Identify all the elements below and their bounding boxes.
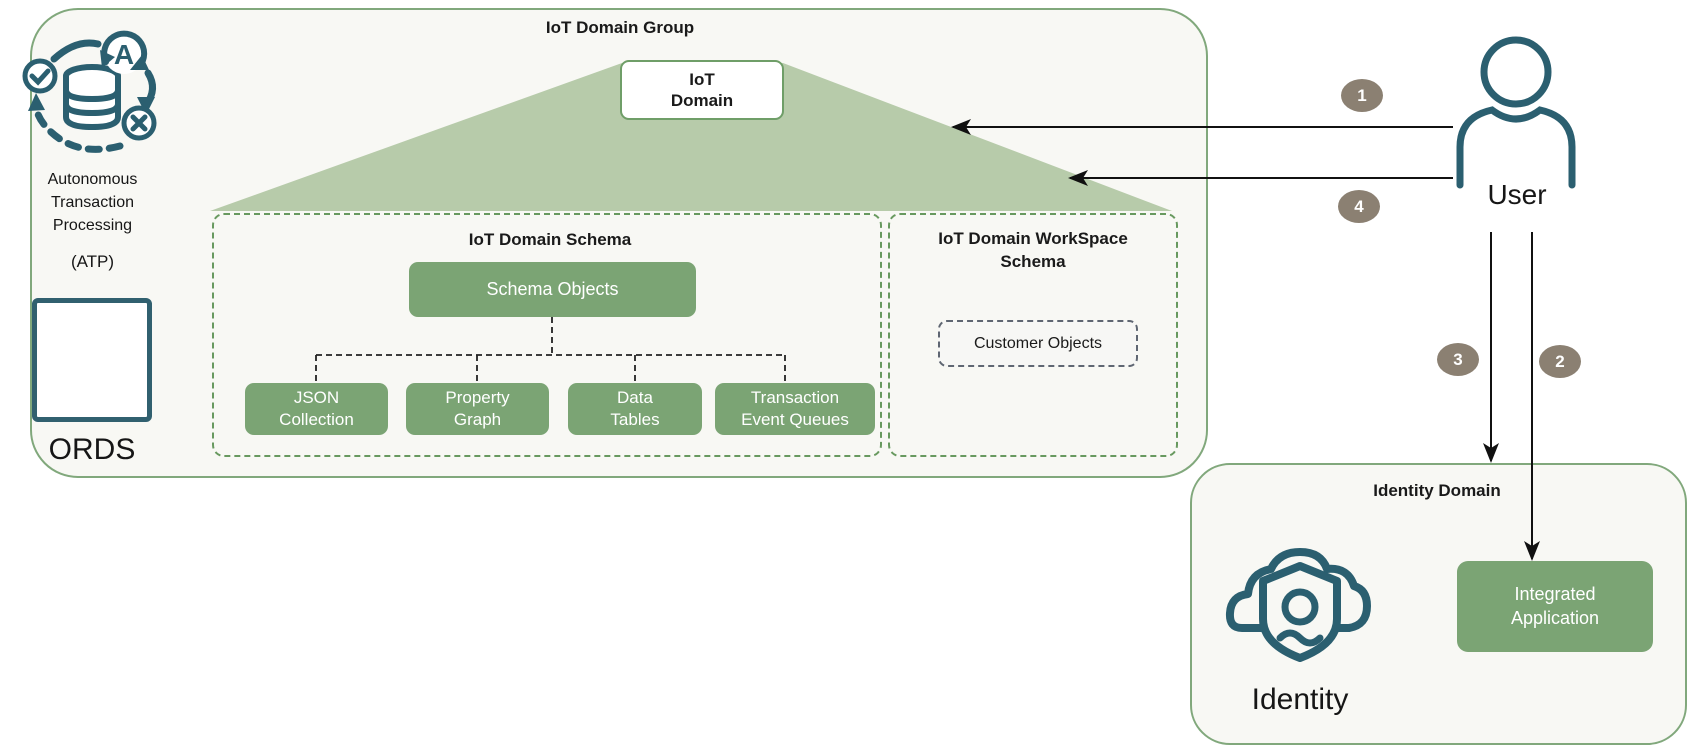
json-collection-line2: Collection	[279, 410, 354, 429]
integrated-application-box: Integrated Application	[1457, 561, 1653, 652]
step-badge-4: 4	[1338, 190, 1380, 223]
json-collection-box: JSON Collection	[245, 383, 388, 435]
atp-abbrev-label: (ATP)	[70, 252, 115, 271]
data-tables-box: Data Tables	[568, 383, 702, 435]
iot-domain-group-title: IoT Domain Group	[545, 18, 695, 37]
json-collection-line1: JSON	[293, 387, 340, 407]
customer-objects-label: Customer Objects	[973, 334, 1103, 352]
workspace-schema-panel	[888, 213, 1178, 457]
user-icon	[1456, 36, 1576, 189]
transaction-event-queues-line1: Transaction	[750, 387, 840, 407]
atp-label-line2: Transaction	[51, 194, 134, 212]
user-label: User	[1487, 179, 1547, 210]
customer-objects-box: Customer Objects	[938, 320, 1138, 367]
iot-domain-box-line1: IoT	[689, 69, 715, 89]
step-badge-1: 1	[1341, 79, 1383, 112]
data-tables-line1: Data	[617, 387, 653, 407]
workspace-schema-title: IoT Domain WorkSpace Schema	[843, 228, 1223, 274]
iot-domain-box-line2: Domain	[670, 91, 734, 110]
workspace-schema-title-line1: IoT Domain WorkSpace	[938, 229, 1128, 248]
transaction-event-queues-box: Transaction Event Queues	[715, 383, 875, 435]
schema-objects-label: Schema Objects	[486, 278, 619, 299]
step-badge-2: 2	[1539, 345, 1581, 378]
ords-label: ORDS	[48, 433, 136, 466]
schema-objects-box: Schema Objects	[409, 262, 696, 317]
atp-label: Autonomous Transaction Processing	[10, 168, 175, 238]
identity-label: Identity	[1251, 683, 1349, 716]
property-graph-line1: Property	[445, 387, 510, 407]
ords-icon-frame	[32, 298, 152, 422]
data-tables-line2: Tables	[610, 410, 660, 429]
step-badge-3: 3	[1437, 343, 1479, 376]
iot-domain-schema-panel	[212, 213, 882, 457]
iot-domain-box: IoT Domain	[620, 60, 784, 120]
transaction-event-queues-line2: Event Queues	[741, 410, 849, 429]
iot-domain-schema-title: IoT Domain Schema	[468, 230, 632, 249]
property-graph-box: Property Graph	[406, 383, 549, 435]
property-graph-line2: Graph	[453, 410, 502, 429]
integrated-application-line2: Application	[1510, 607, 1600, 628]
identity-domain-title: Identity Domain	[1373, 481, 1501, 500]
atp-label-line1: Autonomous	[47, 171, 138, 188]
workspace-schema-title-line2: Schema	[1000, 251, 1066, 271]
integrated-application-line1: Integrated	[1514, 584, 1596, 605]
atp-label-line3: Processing	[52, 217, 133, 235]
